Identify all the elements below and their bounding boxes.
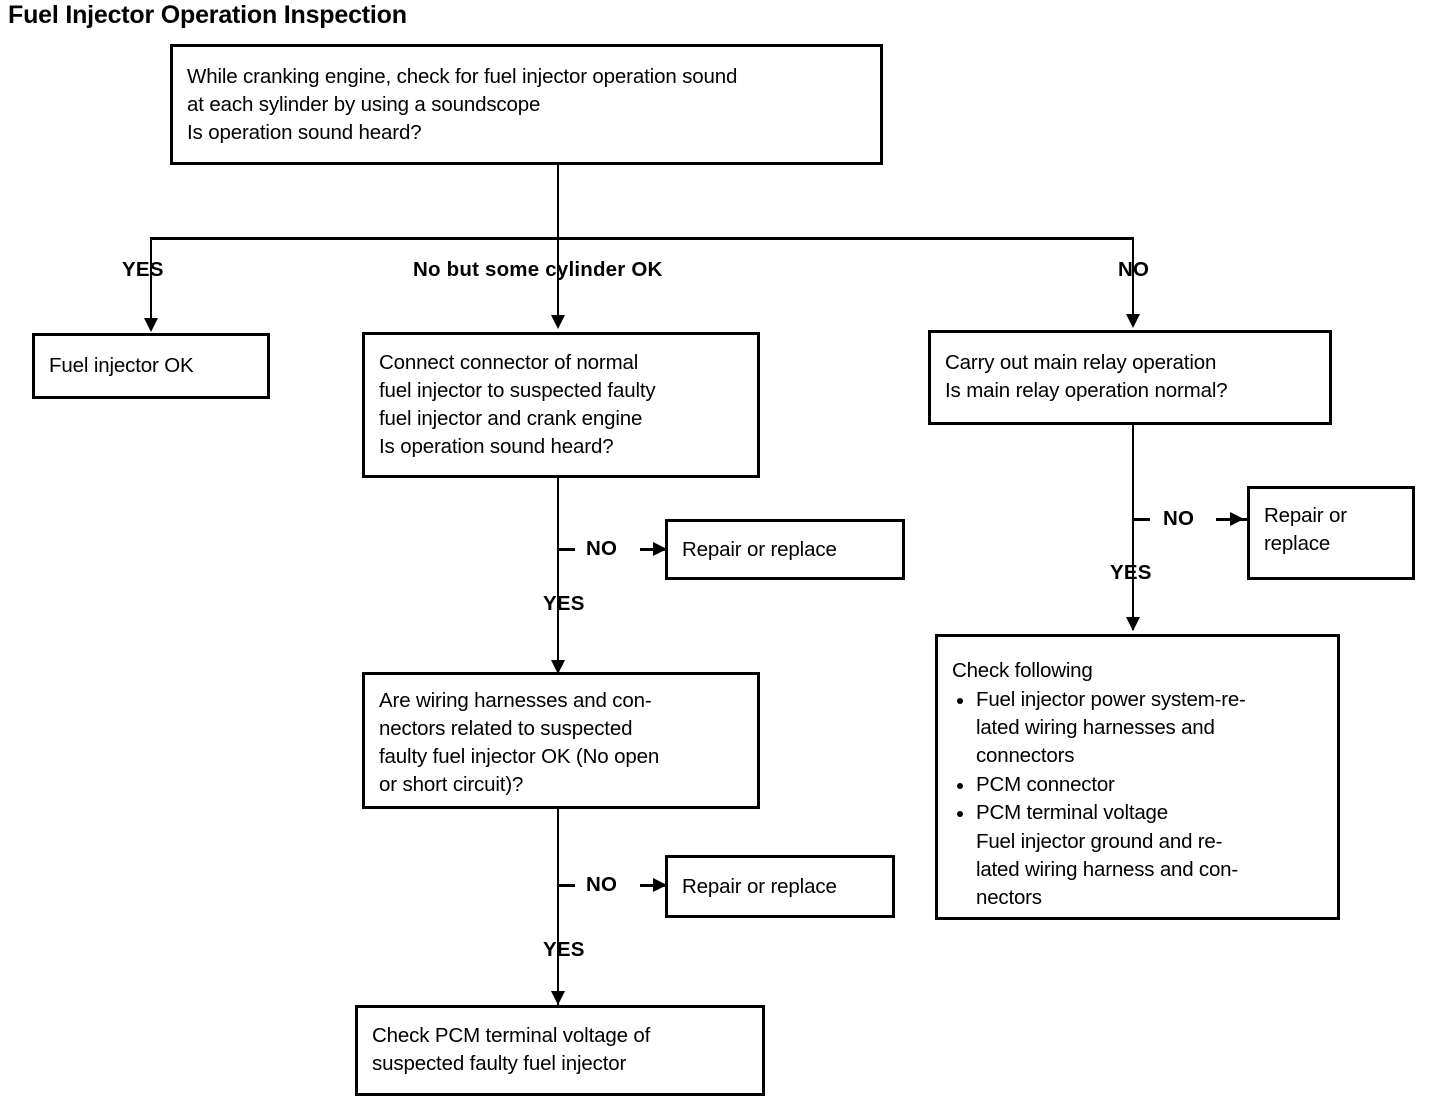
edge-right-no-tick (1134, 518, 1150, 521)
edge-label-mid-yes-2: YES (543, 938, 585, 961)
node-repair-mid-2-text: Repair or replace (682, 874, 837, 898)
edge-mid-no-2-tick (559, 884, 575, 887)
node-wiring-harness-text: Are wiring harnesses and con- nectors re… (379, 689, 660, 796)
edge-branch-bus (150, 237, 1134, 240)
edge-no-right-line (1132, 237, 1134, 321)
check-following-heading: Check following (952, 659, 1093, 683)
edge-mid-stem-1 (557, 478, 559, 678)
node-check-pcm-box: Check PCM terminal voltage of suspected … (355, 1005, 765, 1096)
edge-mid-stem-1-arrowhead (551, 660, 565, 674)
edge-no-right-arrowhead (1126, 314, 1140, 328)
edge-right-stem-arrowhead (1126, 617, 1140, 631)
list-item: PCM terminal voltage Fuel injector groun… (950, 799, 1246, 913)
edge-right-stem (1132, 425, 1134, 630)
edge-mid-stem-2 (557, 809, 559, 1005)
node-repair-right-text: Repair or replace (1264, 504, 1347, 555)
list-item: Fuel injector power system-re- lated wir… (950, 686, 1246, 771)
edge-mid-no-1-tick (559, 548, 575, 551)
node-fuel-injector-ok-box: Fuel injector OK (32, 333, 270, 399)
bullet-line: lated wiring harnesses and (976, 715, 1215, 739)
node-repair-right-box: Repair or replace (1247, 486, 1415, 580)
edge-yes-left-arrowhead (144, 318, 158, 332)
bullet-line: PCM connector (976, 772, 1115, 796)
node-check-pcm-text: Check PCM terminal voltage of suspected … (372, 1024, 651, 1075)
node-repair-mid-2-box: Repair or replace (665, 855, 895, 918)
edge-start-down (557, 165, 559, 239)
edge-label-mid-yes-1: YES (543, 592, 585, 615)
bullet-line: connectors (976, 744, 1075, 768)
list-item: PCM connector (950, 771, 1246, 799)
edge-mid-stem-2-arrowhead (551, 991, 565, 1005)
bullet-continuation-line: nectors (976, 886, 1042, 910)
node-repair-mid-1-text: Repair or replace (682, 537, 837, 561)
node-repair-mid-1-box: Repair or replace (665, 519, 905, 580)
edge-label-right-no: NO (1163, 507, 1195, 530)
edge-label-yes-left: YES (122, 258, 164, 281)
node-check-following-box: Check following Fuel injector power syst… (935, 634, 1340, 920)
node-fuel-injector-ok-text: Fuel injector OK (49, 354, 194, 377)
bullet-continuation-line: lated wiring harness and con- (976, 858, 1238, 882)
node-check-following-content: Check following Fuel injector power syst… (938, 641, 1258, 913)
edge-right-no-arrowhead (1230, 512, 1244, 526)
bullet-continuation-line: Fuel injector ground and re- (976, 829, 1223, 853)
edge-mid-branch-arrowhead (551, 315, 565, 329)
bullet-line: Fuel injector power system-re- (976, 687, 1246, 711)
edge-mid-branch-line (557, 237, 559, 319)
edge-mid-no-1-arrowhead (653, 542, 667, 556)
edge-mid-no-2-arrowhead (653, 878, 667, 892)
node-start-box: While cranking engine, check for fuel in… (170, 44, 883, 165)
node-connect-connector-text: Connect connector of normal fuel injecto… (379, 351, 656, 458)
edge-label-no-but-some: No but some cylinder OK (413, 258, 663, 281)
node-main-relay-box: Carry out main relay operation Is main r… (928, 330, 1332, 425)
node-main-relay-text: Carry out main relay operation Is main r… (945, 351, 1228, 402)
edge-yes-left-line (150, 237, 152, 322)
node-wiring-harness-box: Are wiring harnesses and con- nectors re… (362, 672, 760, 809)
bullet-line: PCM terminal voltage (976, 801, 1168, 825)
edge-label-mid-no-2: NO (586, 873, 618, 896)
edge-label-right-yes: YES (1110, 561, 1152, 584)
edge-label-mid-no-1: NO (586, 537, 618, 560)
edge-label-no-right: NO (1118, 258, 1150, 281)
page-title: Fuel Injector Operation Inspection (8, 1, 407, 29)
node-start-text: While cranking engine, check for fuel in… (187, 65, 738, 144)
node-connect-connector-box: Connect connector of normal fuel injecto… (362, 332, 760, 478)
